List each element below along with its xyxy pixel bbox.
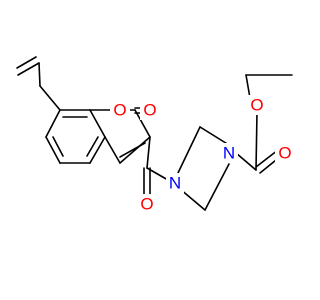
carbamate-n-carbon-bond <box>235 152 257 171</box>
amide-carbon-nitrogen-bond <box>146 167 169 181</box>
carbamate-carbonyl-bond-a <box>255 149 279 168</box>
label-mask-ester-ether-oxygen <box>247 95 267 115</box>
c3-amide-carbon-bond <box>146 136 151 169</box>
bond-layer <box>16 56 293 211</box>
label-mask-piperazine-nitrogen-right <box>220 143 238 163</box>
piperazine-lower-right-bond <box>204 163 230 211</box>
benzene-inner-double-c5-c4a <box>86 136 99 157</box>
benzene-c5-c4a-bond <box>89 136 106 164</box>
benzene-c4a-c8a-bond <box>89 109 106 138</box>
allyl-ch2-ring-bond <box>39 85 61 111</box>
piperazine-left-n-upper-bond <box>177 126 201 174</box>
benzene-inner-double-c7-c6 <box>52 136 64 157</box>
allyl-terminal-double-bond-a <box>17 62 40 76</box>
ester-carbonyl-oxygen-label: O <box>278 144 291 163</box>
benzene-c8-c7-bond <box>45 109 61 138</box>
piperazine-nitrogen-right-label: N <box>223 144 235 163</box>
carbamate-carbon-ether-oxygen-bond <box>255 111 258 171</box>
label-mask-ester-carbonyl-oxygen <box>275 143 295 163</box>
piperazine-nitrogen-left-label: N <box>169 174 181 193</box>
ether-oxygen-methylene-bond <box>245 74 251 99</box>
label-mask-ring-oxygen <box>110 100 130 120</box>
piperazine-upper-top-bond <box>199 126 230 146</box>
label-mask-piperazine-nitrogen-left <box>166 173 184 193</box>
lactone-c3-c4-inner-double <box>119 142 146 158</box>
ring-oxygen-label: O <box>113 101 126 120</box>
lactone-carbonyl-oxygen-label: O <box>143 101 156 120</box>
piperazine-left-n-lower-bond <box>179 188 206 211</box>
label-mask-amide-carbonyl-oxygen <box>137 194 157 214</box>
molecule-structure-diagram: O O O N N O O <box>16 56 295 214</box>
allyl-ch-ch2-bond <box>38 62 41 87</box>
lactone-c4-c4a-bond <box>104 136 121 164</box>
benzene-c7-c6-bond <box>45 136 61 164</box>
amide-carbonyl-oxygen-label: O <box>140 195 153 214</box>
lactone-c3-c4-bond <box>119 136 151 164</box>
label-mask-lactone-carbonyl-oxygen <box>140 100 160 120</box>
allyl-terminal-double-bond-b <box>16 56 37 69</box>
ester-ether-oxygen-label: O <box>250 96 263 115</box>
atom-label-layer: O O O N N O O <box>110 95 295 214</box>
lactone-c2-c3-bond <box>134 109 151 138</box>
